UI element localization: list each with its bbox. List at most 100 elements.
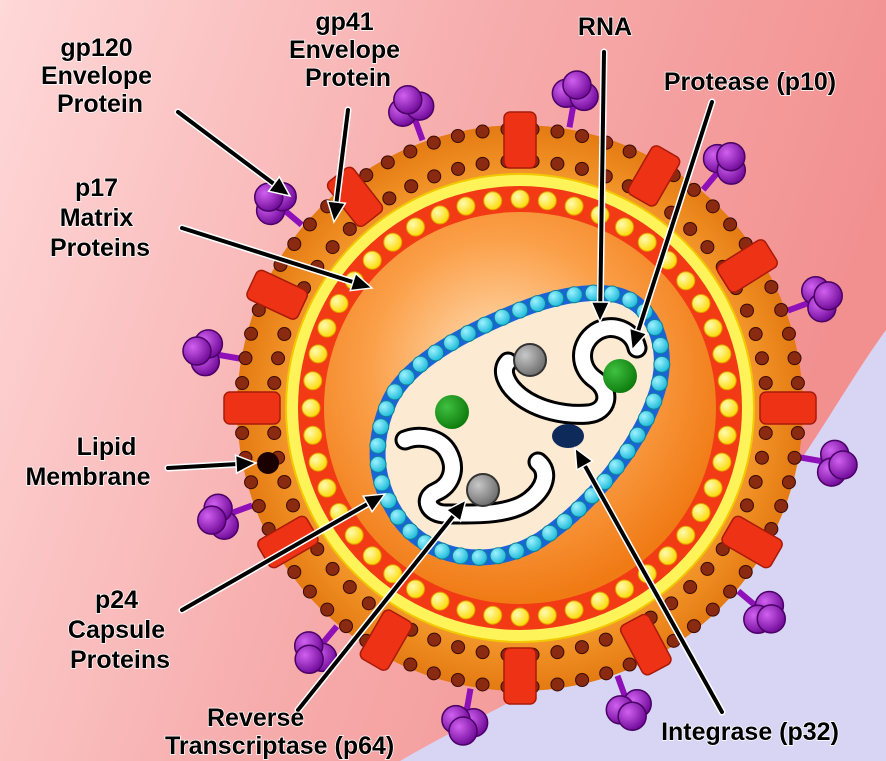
matrix-protein-dot — [537, 191, 557, 211]
gp41-stem-body — [359, 609, 413, 671]
lipid-bead — [235, 426, 250, 441]
gp120-knob — [813, 281, 843, 311]
matrix-protein-dot — [362, 546, 382, 566]
protease-right — [603, 359, 637, 393]
lipid-bead — [342, 221, 357, 236]
lipid-bead — [235, 375, 250, 390]
gp120-knob — [182, 336, 212, 366]
lipid-bead — [774, 499, 789, 514]
capsid-protein-dot — [618, 442, 636, 460]
arrow-head — [267, 175, 292, 198]
protease-left — [435, 395, 469, 429]
arrow-shaft — [180, 501, 370, 612]
lipid-bead — [251, 499, 266, 514]
lipid-bead — [748, 327, 763, 342]
arrow-head — [590, 301, 611, 324]
gp41-stem — [759, 391, 817, 425]
arrow-shaft — [180, 226, 355, 284]
lipid-bead — [700, 240, 715, 255]
matrix-protein-dot — [406, 217, 425, 237]
matrix-protein-dot — [615, 579, 634, 599]
matrix-protein-dot — [383, 564, 403, 584]
capsid-protein-dot — [369, 436, 387, 454]
matrix-protein-dot — [317, 478, 337, 498]
arrow-p24 — [178, 493, 387, 614]
label-reverse-transcriptase: Reverse Transcriptase (p64) — [165, 704, 394, 760]
lipid-bead — [451, 161, 466, 176]
lipid-bead — [339, 619, 354, 634]
lipid-membrane-marker — [257, 452, 279, 474]
matrix-protein-dot — [712, 452, 732, 472]
lipid-bead — [403, 144, 418, 159]
lipid-bead — [758, 376, 773, 391]
matrix-protein-dot — [658, 546, 678, 566]
arrow-reverse-transcriptase — [294, 498, 468, 714]
matrix-protein-dot — [406, 579, 425, 599]
lipid-bead — [739, 498, 754, 513]
lipid-bead — [325, 240, 340, 255]
gp41-stems — [223, 111, 817, 705]
gp41-stem-body — [721, 515, 783, 569]
arrow-shaft — [166, 462, 239, 470]
arrow-protease — [628, 98, 716, 352]
label-lipid-membrane: Lipid Membrane — [25, 433, 150, 491]
lipid-bead — [598, 632, 613, 647]
lipid-bead — [404, 179, 419, 194]
arrow-head — [361, 493, 387, 514]
gp41-stem-body — [759, 391, 817, 425]
capsid-protein-dot — [511, 301, 529, 319]
matrix-protein-dot — [590, 591, 610, 611]
label-gp41: gp41 Envelope Protein — [289, 8, 407, 92]
lipid-bead — [403, 657, 418, 672]
lipid-bead — [599, 666, 614, 681]
lipid-bead — [302, 584, 317, 599]
lipid-bead — [427, 632, 442, 647]
gp41-stem — [359, 609, 413, 671]
gp41-stem-body — [627, 145, 681, 207]
capsid-protein-dot — [507, 542, 525, 560]
capsid-protein-dot — [525, 535, 543, 553]
gp120-knob — [197, 505, 227, 535]
arrow-head — [234, 454, 258, 475]
capsid-protein-dot — [398, 368, 416, 386]
gp120-knob — [617, 701, 647, 731]
lipid-bead — [574, 640, 589, 655]
arrow-shaft — [636, 100, 714, 333]
pointer-arrows — [164, 48, 726, 716]
label-p17: p17 Matrix Proteins — [50, 174, 150, 262]
capsid-protein-dot — [493, 308, 511, 326]
arrow-shaft — [598, 50, 606, 305]
capsid-protein-dot — [373, 474, 391, 492]
matrix-protein-dot — [329, 294, 349, 313]
lipid-bead — [700, 561, 715, 576]
matrix-protein-dot — [637, 232, 657, 252]
capsid-protein-dot — [433, 542, 451, 560]
matrix-protein-dot — [615, 217, 634, 237]
gp120-knob — [756, 604, 787, 634]
label-p24: p24 Capsule Proteins — [68, 586, 172, 674]
capsid-protein-dot — [386, 383, 404, 401]
matrix-protein-dot — [303, 425, 323, 445]
gp41-stem — [627, 145, 681, 207]
lipid-bead — [361, 596, 376, 611]
lipid-bead — [475, 645, 490, 660]
p24-capsule-proteins — [369, 284, 671, 566]
matrix-protein-dot — [483, 191, 503, 211]
label-rna: RNA — [578, 13, 632, 41]
lipid-bead — [723, 584, 738, 599]
lipid-bead — [450, 128, 465, 143]
lipid-bead — [739, 303, 754, 318]
lipid-bead — [380, 155, 395, 170]
lipid-bead — [774, 302, 789, 317]
gp41-stem-body — [503, 647, 537, 705]
lipid-bead — [475, 677, 490, 692]
gp120-knob — [393, 85, 423, 115]
arrow-gp41 — [326, 106, 352, 224]
matrix-protein-dot — [717, 425, 737, 445]
matrix-protein-dot — [383, 232, 403, 252]
matrix-protein-dot — [691, 503, 711, 522]
lipid-bead — [475, 156, 490, 171]
lipid-bead — [764, 279, 779, 294]
matrix-protein-dot — [510, 189, 530, 209]
